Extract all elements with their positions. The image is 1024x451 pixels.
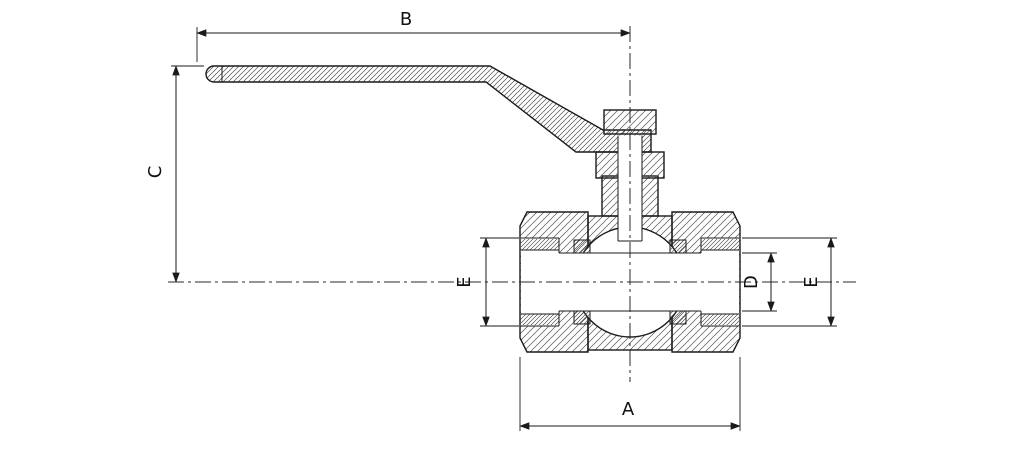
centerlines (168, 26, 856, 382)
handle-lever (205, 65, 652, 153)
dimension-e-left: E (454, 237, 519, 327)
dimension-b: B (196, 9, 631, 62)
lever-handle (205, 65, 652, 153)
dimension-d: D (741, 252, 777, 312)
dimension-e-right: E (742, 237, 837, 327)
dim-label-b: B (400, 9, 412, 30)
dimension-c: C (145, 65, 204, 283)
dimension-a: A (519, 357, 741, 431)
dim-label-e-right: E (801, 276, 822, 287)
dim-label-c: C (145, 166, 166, 179)
dim-label-a: A (622, 399, 635, 420)
ball-seats (573, 239, 687, 325)
dim-label-d: D (741, 275, 762, 289)
dim-label-e-left: E (454, 276, 475, 287)
